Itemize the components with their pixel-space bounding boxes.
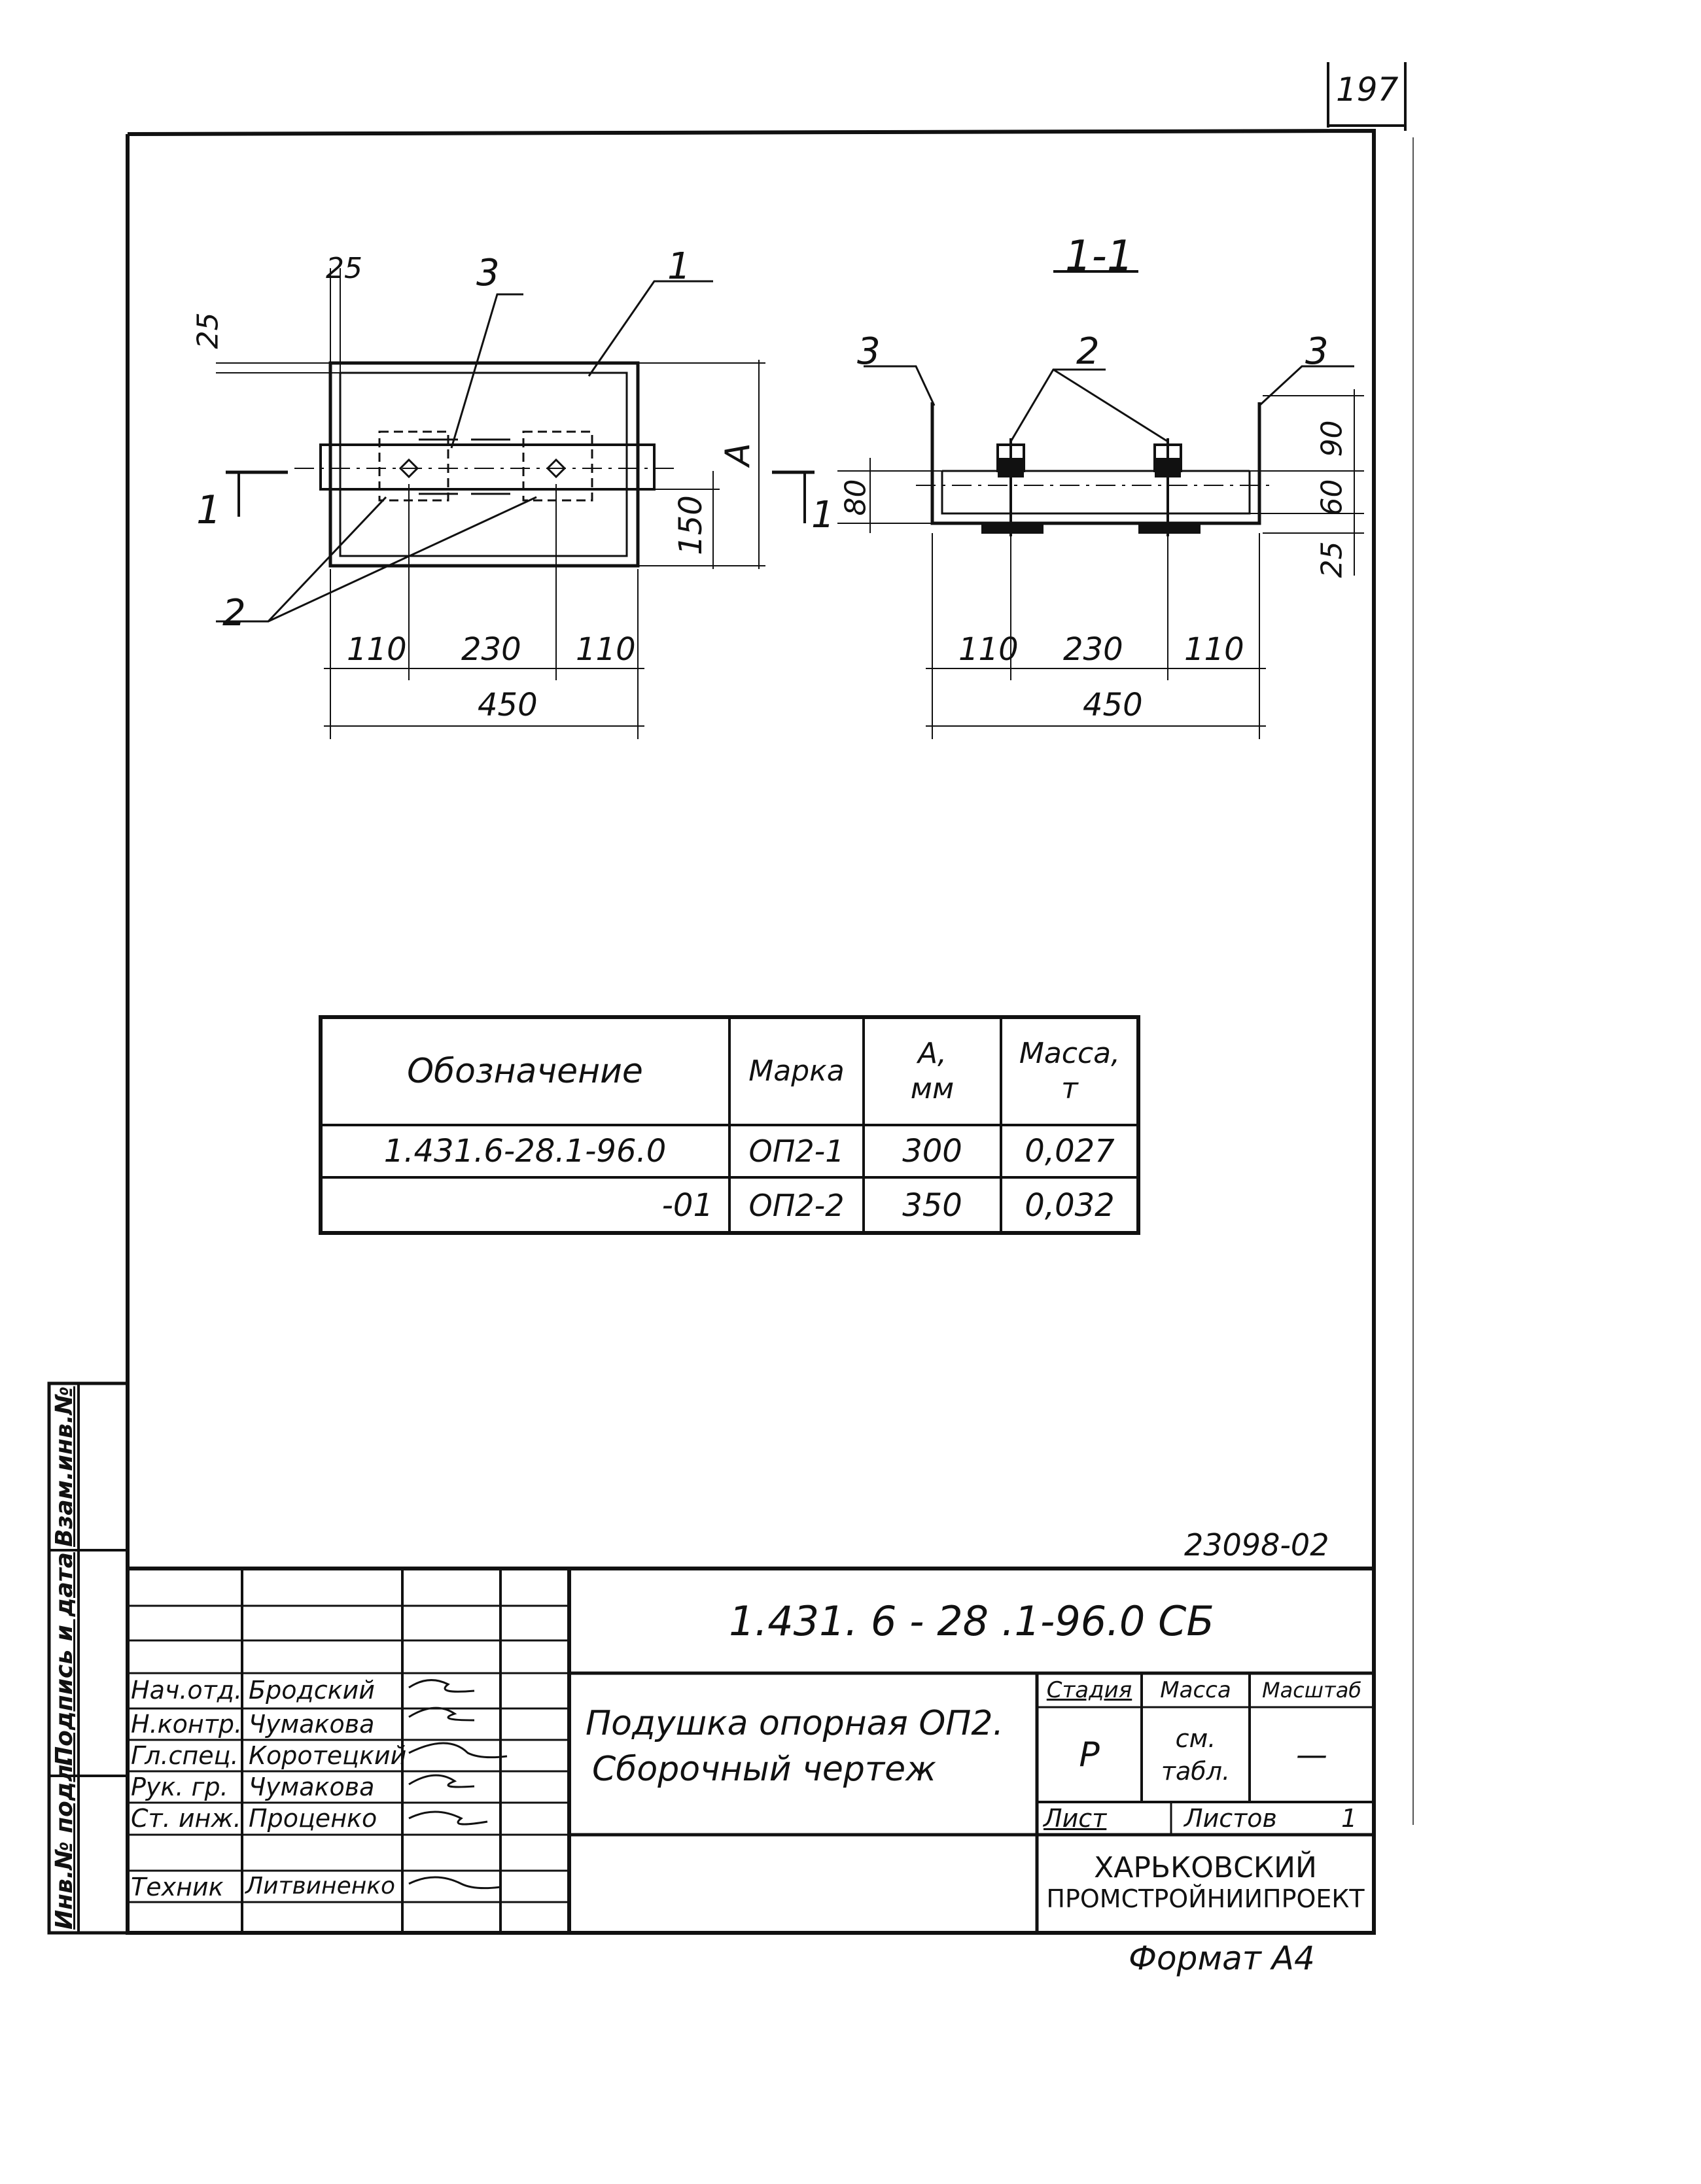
spec-header-mark: Марка — [748, 1054, 845, 1088]
plan-section-mark-left: 1 — [196, 487, 222, 533]
role-row-4: Рук. гр. — [131, 1773, 228, 1801]
spec-header-a: А, мм — [910, 1036, 955, 1105]
org-line1: ХАРЬКОВСКИЙ — [1094, 1850, 1317, 1884]
page-number: 197 — [1336, 71, 1399, 109]
sheet-format: Формат А4 — [1129, 1939, 1315, 1977]
doc-title-line1: Подушка опорная ОП2. — [586, 1704, 1004, 1743]
section-dim-230: 230 — [1063, 631, 1123, 668]
plan-dim-25-top: 25 — [326, 252, 362, 285]
sheets-count: 1 — [1341, 1804, 1358, 1833]
plan-strap — [319, 443, 656, 491]
name-row-5: Проценко — [249, 1804, 377, 1833]
archive-number: 23098-02 — [1184, 1527, 1329, 1563]
sheets-label: Листов — [1184, 1804, 1277, 1833]
name-row-1: Бродский — [249, 1676, 375, 1705]
role-row-5: Ст. инж. — [131, 1804, 241, 1833]
plan-dim-25-left: 25 — [191, 312, 225, 349]
section-dim-110-right: 110 — [1184, 631, 1244, 668]
role-row-3: Гл.спец. — [131, 1741, 239, 1770]
spec-row1-mass: 0,027 — [1025, 1133, 1115, 1170]
stage-value: Р — [1079, 1735, 1100, 1775]
doc-title-line2: Сборочный чертеж — [592, 1750, 936, 1789]
name-row-2: Чумакова — [249, 1710, 375, 1739]
role-row-1: Нач.отд. — [131, 1676, 243, 1705]
section-dim-90: 90 — [1315, 420, 1349, 457]
section-label-3-left: 3 — [857, 330, 881, 373]
plan-dim-230: 230 — [461, 631, 521, 668]
plan-dim-110-left: 110 — [347, 631, 407, 668]
spec-row1-mark: ОП2-1 — [748, 1134, 845, 1169]
spec-row2-a: 350 — [902, 1187, 962, 1224]
scale-header: Масштаб — [1261, 1678, 1362, 1703]
plan-section-mark-right: 1 — [811, 494, 835, 536]
stamp-vzam-inv: Взам.инв.№ — [51, 1386, 78, 1547]
scale-value: — — [1296, 1736, 1327, 1773]
frame-border — [126, 128, 1376, 1935]
name-row-3: Коротецкий — [249, 1741, 407, 1770]
section-dim-80: 80 — [839, 479, 873, 516]
plan-dim-150: 150 — [672, 495, 709, 555]
section-dim-25: 25 — [1315, 541, 1349, 578]
doc-code: 1.431. 6 - 28 .1-96.0 СБ — [729, 1597, 1214, 1645]
plan-dim-450: 450 — [478, 687, 538, 723]
plan-dim-A: А — [718, 443, 758, 466]
spec-header-designation: Обозначение — [407, 1051, 643, 1091]
mass-value: см. табл. — [1161, 1724, 1231, 1786]
section-dim-450: 450 — [1083, 687, 1143, 723]
section-channel — [930, 402, 1261, 525]
section-dim-60: 60 — [1315, 479, 1349, 516]
section-dim-110-left: 110 — [958, 631, 1019, 668]
spec-row2-mass: 0,032 — [1025, 1187, 1115, 1224]
plan-label-1: 1 — [667, 245, 691, 288]
spec-header-mass: Масса, т — [1019, 1036, 1121, 1105]
plan-label-3: 3 — [476, 252, 500, 294]
section-label-3-right: 3 — [1305, 330, 1329, 373]
stage-header: Стадия — [1046, 1677, 1132, 1703]
spec-row2-mark: ОП2-2 — [748, 1187, 845, 1223]
spec-row1-a: 300 — [902, 1133, 962, 1170]
org-line2: ПРОМСТРОЙНИИПРОЕКТ — [1046, 1884, 1365, 1913]
plan-dim-110-right: 110 — [576, 631, 636, 668]
section-title: 1-1 — [1065, 232, 1134, 281]
stamp-podpis-data: Подпись и дата — [51, 1552, 78, 1766]
section-label-2: 2 — [1076, 330, 1100, 373]
sheet-label: Лист — [1043, 1804, 1107, 1833]
name-row-4: Чумакова — [249, 1773, 375, 1801]
mass-header: Масса — [1160, 1677, 1231, 1703]
spec-row2-designation: -01 — [661, 1187, 713, 1224]
role-row-2: Н.контр. — [131, 1710, 243, 1739]
spec-row1-designation: 1.431.6-28.1-96.0 — [383, 1133, 667, 1170]
stamp-inv-podl: Инв.№ подл. — [51, 1755, 78, 1930]
plan-label-2: 2 — [222, 592, 246, 634]
role-row-7: Техник — [131, 1873, 224, 1901]
name-row-7: Литвиненко — [245, 1873, 396, 1899]
